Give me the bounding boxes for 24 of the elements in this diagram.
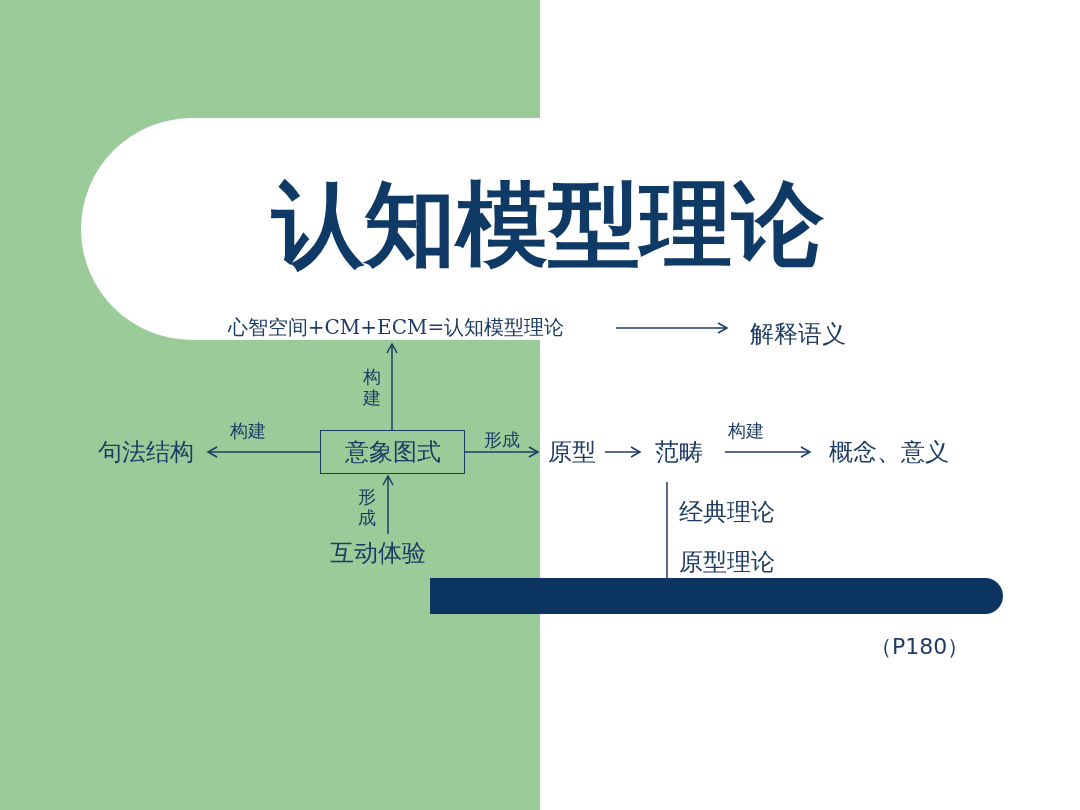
arrow bbox=[386, 343, 398, 431]
arrow bbox=[382, 475, 394, 535]
list-item: 经典理论 bbox=[679, 497, 775, 528]
list-item: 原型理论 bbox=[679, 547, 775, 578]
arrow bbox=[615, 322, 728, 334]
arrow bbox=[604, 446, 641, 458]
edge-label: 形成 bbox=[357, 486, 377, 528]
node-label: 范畴 bbox=[648, 436, 710, 468]
page-reference: （P180） bbox=[870, 633, 970, 661]
node-label: 概念、意义 bbox=[818, 436, 960, 468]
edge-label: 构建 bbox=[230, 420, 266, 441]
node-label: 解释语义 bbox=[740, 318, 856, 350]
edge-label: 形成 bbox=[484, 429, 520, 450]
title: 认知模型理论 bbox=[272, 170, 824, 280]
edge-label: 构建 bbox=[728, 420, 764, 441]
process-box: 意象图式 bbox=[320, 430, 465, 474]
node-label: 心智空间+CM+ECM=认知模型理论 bbox=[176, 312, 616, 342]
node-label: 句法结构 bbox=[86, 436, 206, 468]
arrow bbox=[464, 446, 539, 458]
arrow bbox=[207, 446, 321, 458]
arrow bbox=[724, 446, 811, 458]
edge-label: 构建 bbox=[362, 366, 382, 408]
node-label: 原型 bbox=[540, 436, 604, 468]
node-label: 互动体验 bbox=[322, 537, 434, 569]
